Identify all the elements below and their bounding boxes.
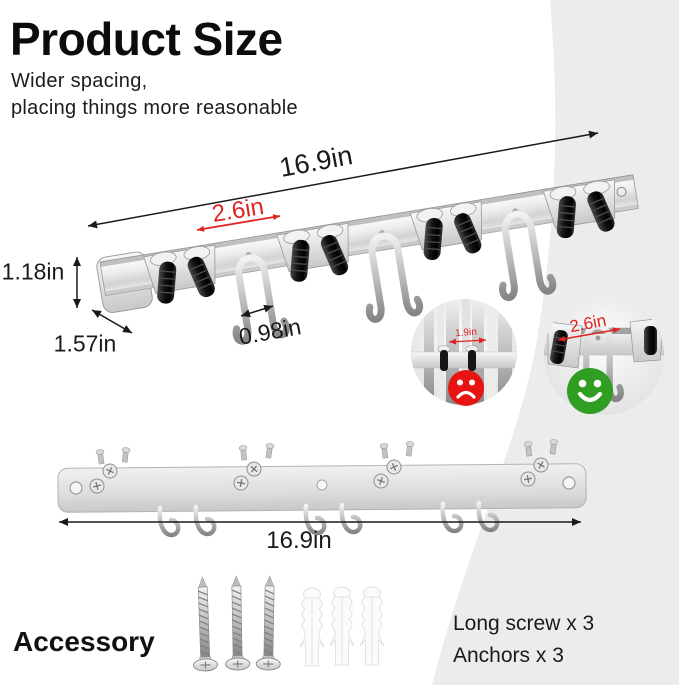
accessory-anchors-illustration bbox=[299, 586, 385, 667]
page-title: Product Size bbox=[10, 13, 283, 65]
long-screw bbox=[255, 575, 283, 671]
subtitle-line-2: placing things more reasonable bbox=[11, 97, 298, 119]
dimension-arrow-slot-spacing bbox=[196, 214, 281, 232]
dimension-label-back-length: 16.9in bbox=[266, 527, 332, 554]
long-screw bbox=[189, 576, 219, 672]
dimension-arrows bbox=[59, 130, 599, 526]
accessory-item-anchors: Anchors x 3 bbox=[453, 644, 564, 667]
comparison-circle-bad bbox=[411, 299, 517, 406]
wall-anchor bbox=[359, 586, 385, 666]
dimension-label-bracket-depth: 1.57in bbox=[53, 330, 117, 357]
accessory-screws-illustration bbox=[189, 575, 283, 672]
page-subtitle: Wider spacing, placing things more reaso… bbox=[11, 68, 298, 122]
long-screw bbox=[223, 575, 251, 671]
sad-face-icon bbox=[448, 370, 484, 406]
comparison-label-bad-spacing: 1.9in bbox=[454, 326, 478, 340]
comparison-circle-good bbox=[544, 295, 664, 415]
dimension-arrow-total-length bbox=[87, 130, 599, 229]
dimension-arrow-depth bbox=[91, 309, 133, 334]
accessory-title: Accessory bbox=[13, 626, 155, 657]
back-view-illustration bbox=[57, 438, 587, 535]
subtitle-line-1: Wider spacing, bbox=[11, 70, 148, 92]
happy-face-icon bbox=[567, 368, 613, 414]
dimension-arrow-hook-width bbox=[240, 304, 274, 318]
wall-anchor bbox=[329, 586, 355, 666]
dimension-label-bracket-height: 1.18in bbox=[1, 258, 65, 285]
accessory-item-long-screw: Long screw x 3 bbox=[453, 612, 595, 635]
wall-anchor bbox=[299, 587, 325, 667]
